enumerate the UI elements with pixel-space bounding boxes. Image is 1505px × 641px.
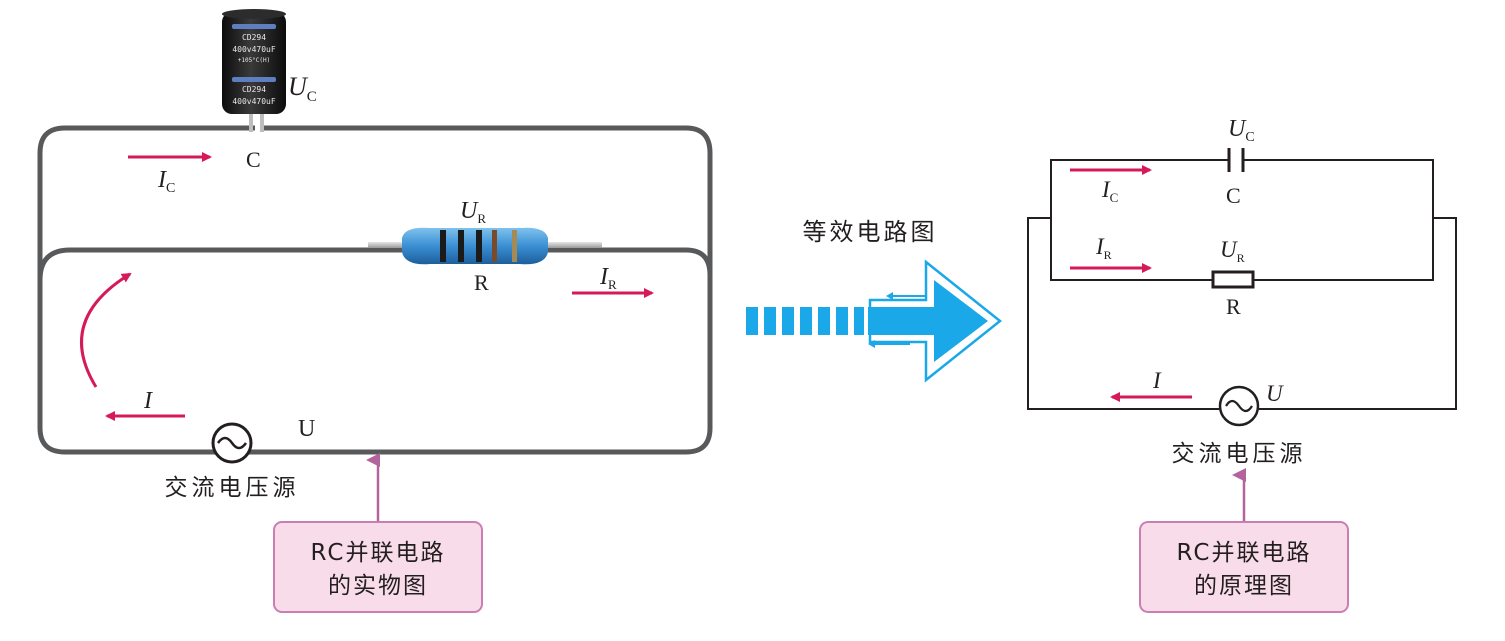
u-label-right: U <box>1266 381 1284 406</box>
label-box-right-line-1: RC并联电路 <box>1177 540 1312 566</box>
wire-outer-right <box>1259 217 1457 410</box>
capacitor-lead-right <box>260 110 264 132</box>
c-label-left: C <box>246 147 261 172</box>
wire-outer-loop <box>37 125 713 455</box>
resistor-component <box>368 227 602 265</box>
i-label-right: I <box>1152 368 1162 393</box>
physical-circuit: CD294 400v470uF +105°C(H) CD294 400v470u… <box>37 9 713 613</box>
capacitor-component: CD294 400v470uF +105°C(H) CD294 400v470u… <box>222 9 286 114</box>
ir-label-right: IR <box>1095 234 1112 262</box>
capacitor-part-line-2: 400v470uF <box>232 45 276 54</box>
ur-label-left: UR <box>460 198 486 226</box>
label-box-right <box>1139 521 1349 613</box>
wire-outer-left <box>1027 217 1219 410</box>
capacitor-part-line-5: 400v470uF <box>232 97 276 106</box>
uc-label-left: UC <box>288 72 317 105</box>
equivalence-arrow: 等效电路图 <box>746 218 1003 383</box>
ac-source-left <box>211 422 253 464</box>
wire-capacitor-branch <box>1050 159 1229 281</box>
capacitor-part-line-4: CD294 <box>242 85 266 94</box>
ic-label-left: IC <box>157 167 175 196</box>
c-label-right: C <box>1226 183 1241 208</box>
capacitor-lead-left <box>249 110 253 132</box>
label-box-left <box>273 521 483 613</box>
u-label-left: U <box>298 416 315 442</box>
resistor-symbol <box>1211 270 1255 289</box>
wire-resistor-branch <box>37 247 713 281</box>
capacitor-part-line-1: CD294 <box>242 33 266 42</box>
ac-source-right <box>1218 385 1260 427</box>
equivalent-circuit-caption: 等效电路图 <box>803 218 938 246</box>
r-label-left: R <box>474 270 489 295</box>
source-label-left: 交流电压源 <box>165 475 300 501</box>
label-box-left-line-1: RC并联电路 <box>311 540 446 566</box>
ic-label-right: IC <box>1101 177 1118 205</box>
i-label-left: I <box>143 388 153 414</box>
r-label-right: R <box>1226 294 1241 319</box>
label-box-left-line-2: 的实物图 <box>328 573 428 599</box>
capacitor-part-line-3: +105°C(H) <box>238 57 271 64</box>
ur-label-right: UR <box>1220 237 1245 265</box>
schematic-circuit: UC C IC IR UR R I U 交流电压源 RC并联电路 的原理图 <box>1027 116 1457 613</box>
curved-current-arrow <box>80 272 132 388</box>
wire-capacitor-branch-right <box>1243 159 1434 281</box>
ir-label-left: IR <box>599 264 617 292</box>
label-box-right-line-2: 的原理图 <box>1194 573 1294 599</box>
uc-label-right: UC <box>1228 116 1255 145</box>
source-label-right: 交流电压源 <box>1172 441 1307 467</box>
